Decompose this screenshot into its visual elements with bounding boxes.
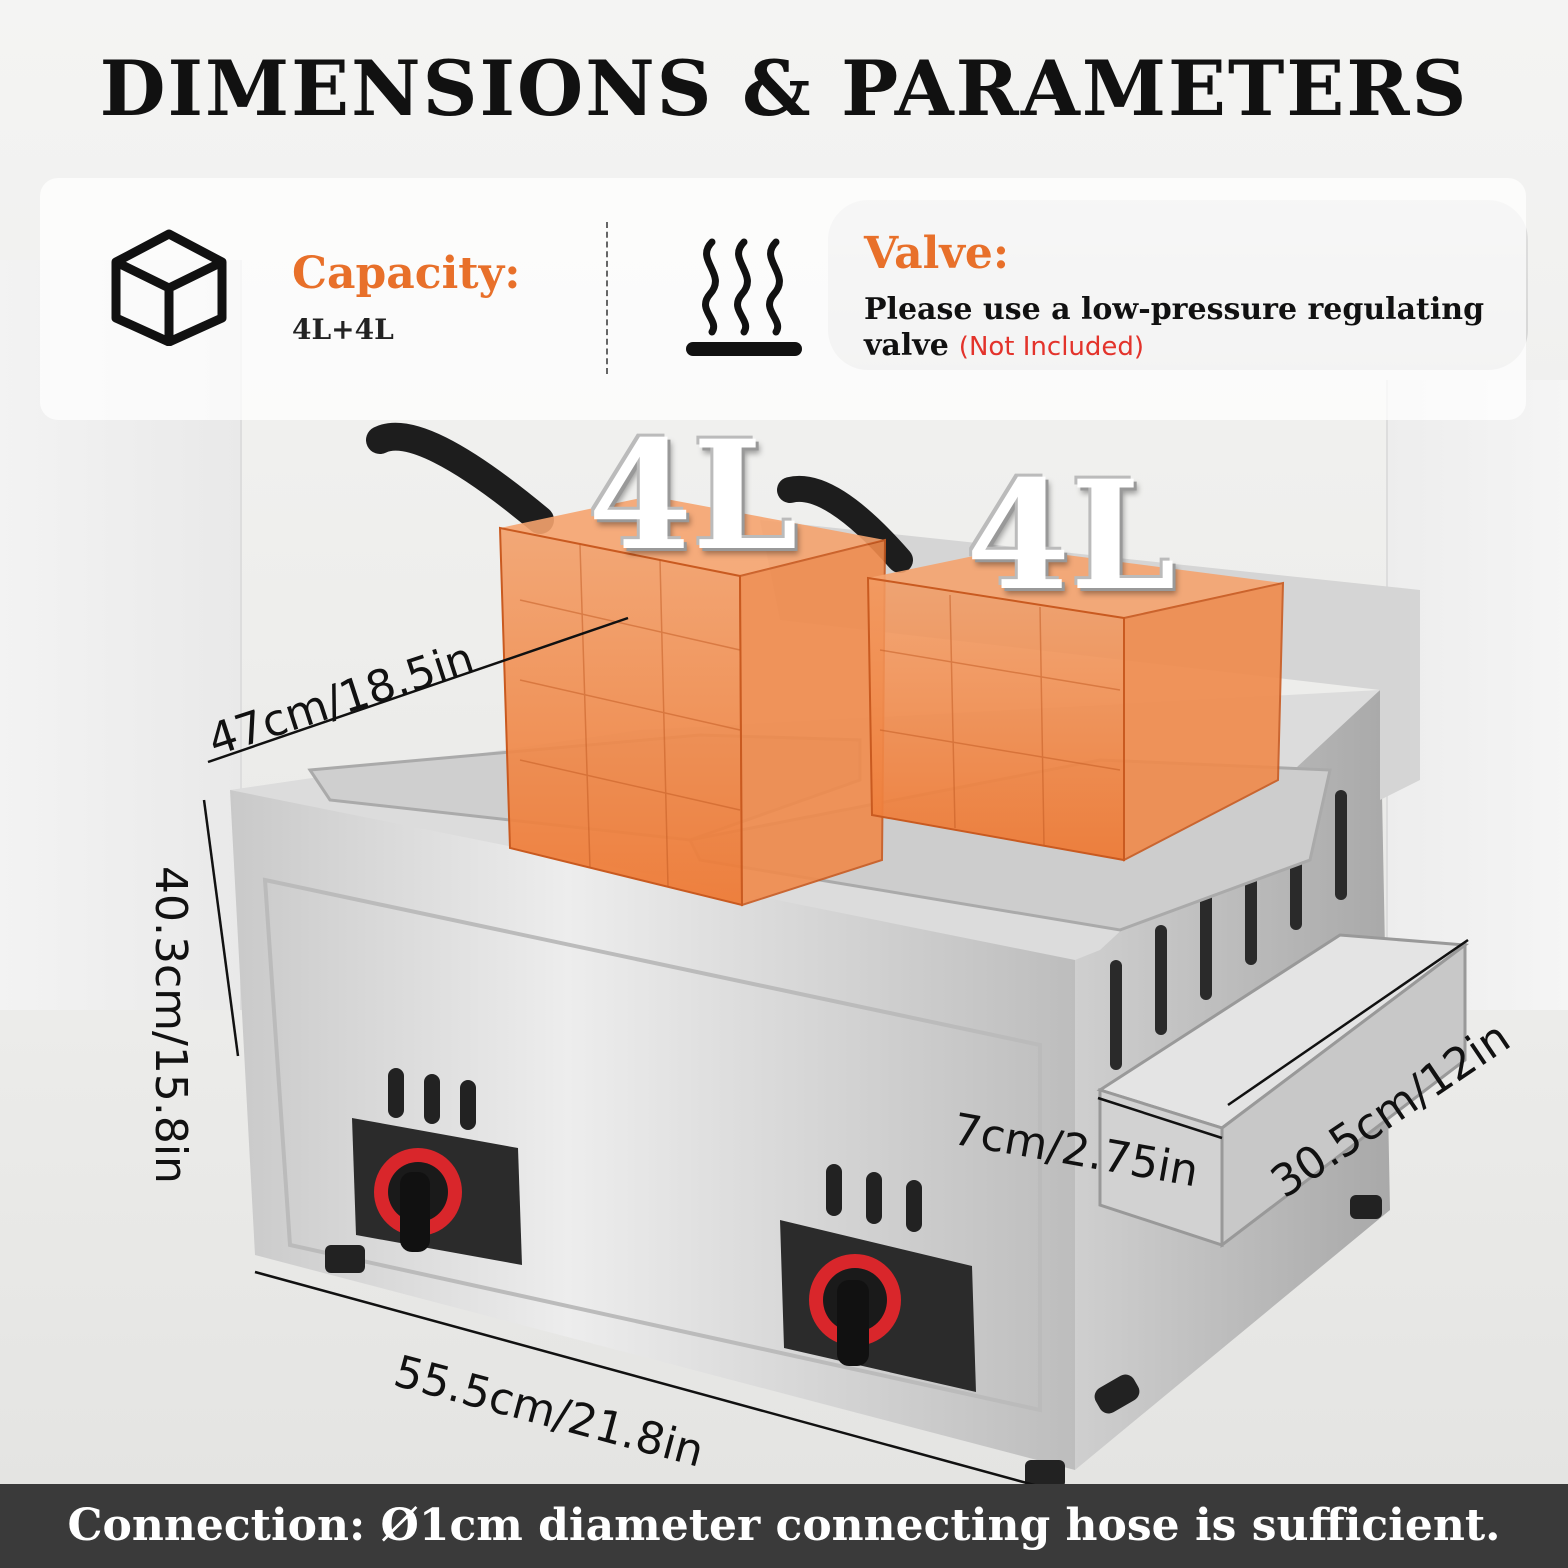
footer-bar [0, 1484, 1568, 1568]
valve-text: Please use a low-pressure regulating val… [864, 292, 1504, 365]
basket-capacity-label-right: 4L [966, 448, 1176, 624]
info-divider [606, 222, 608, 374]
page-title: DIMENSIONS & PARAMETERS [99, 44, 1469, 133]
valve-instruction: Please use a low-pressure regulating val… [864, 292, 1485, 363]
dimension-lines [202, 616, 1469, 1490]
capacity-value: 4L+4L [292, 313, 394, 346]
capacity-title: Capacity: [292, 248, 521, 299]
cube-icon [111, 229, 227, 346]
connection-note: Connection: Ø1cm diameter connecting hos… [67, 1500, 1501, 1551]
control-knob-right [809, 1254, 901, 1366]
frying-basket-right [866, 548, 1285, 862]
basket-capacity-label-left: 4L [588, 408, 798, 584]
dimension-height: 40.3cm/15.8in [145, 866, 196, 1184]
info-panel [40, 178, 1526, 420]
valve-title: Valve: [864, 228, 1010, 279]
valve-note: (Not Included) [958, 332, 1145, 362]
heat-waves-icon [686, 238, 802, 356]
control-knob-left [374, 1148, 462, 1252]
frying-basket-left [498, 496, 887, 907]
front-vent-slots [388, 1068, 922, 1232]
